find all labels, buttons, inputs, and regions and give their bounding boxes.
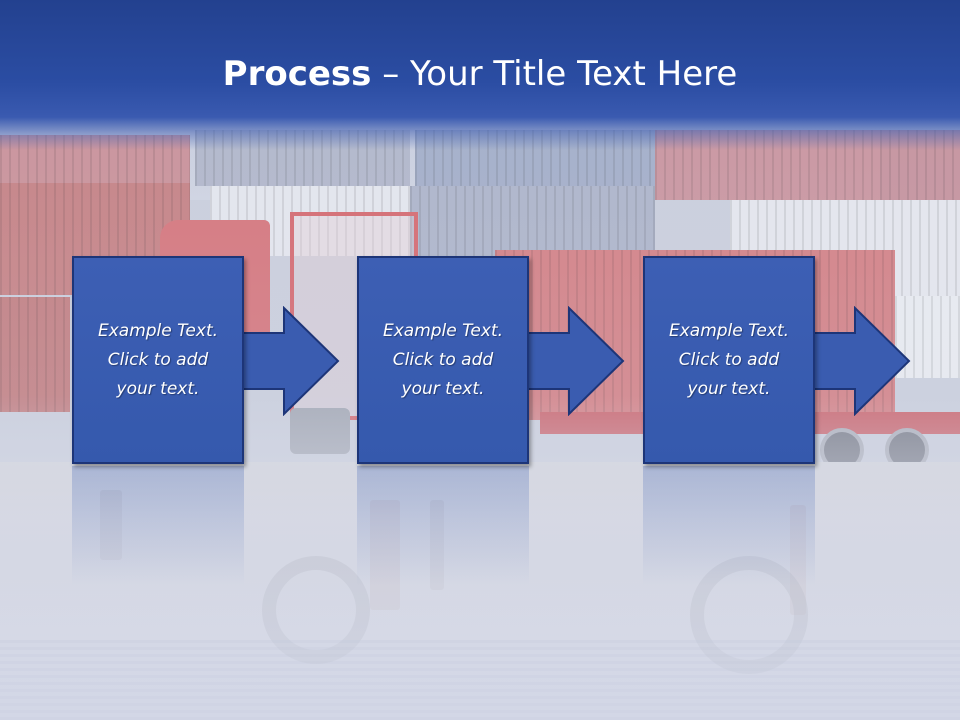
process-step-2[interactable]: Example Text. Click to add your text. [357,256,529,464]
slide-title[interactable]: Process – Your Title Text Here [0,52,960,96]
title-dash: – [371,54,411,94]
process-step-3[interactable]: Example Text. Click to add your text. [643,256,815,464]
right-arrow-icon [240,306,340,416]
right-arrow-icon [811,306,911,416]
right-arrow-icon [525,306,625,416]
title-band [0,0,960,150]
title-bold: Process [222,54,372,94]
box-reflection [357,466,529,586]
box-reflection [72,466,244,586]
box-reflection [643,466,815,586]
title-rest: Your Title Text Here [410,54,738,94]
step-text[interactable]: Example Text. Click to add your text. [668,320,790,399]
process-step-1[interactable]: Example Text. Click to add your text. [72,256,244,464]
step-text[interactable]: Example Text. Click to add your text. [382,320,504,399]
step-text[interactable]: Example Text. Click to add your text. [97,320,219,399]
